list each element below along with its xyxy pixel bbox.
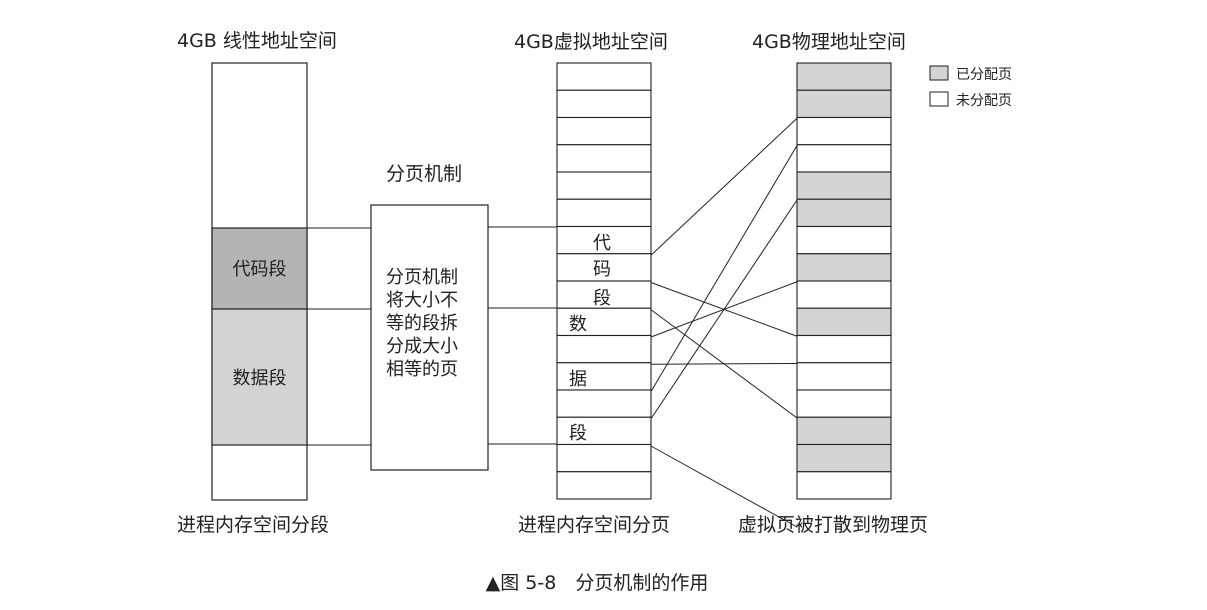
virtual-page — [556, 253, 652, 282]
virtual-page-label: 段 — [593, 288, 611, 309]
legend: 已分配页 未分配页 — [929, 65, 1012, 109]
virtual-page — [556, 198, 652, 228]
physical-page-allocated — [796, 416, 892, 446]
virtual-address-space — [556, 62, 652, 500]
physical-page-free — [796, 144, 892, 173]
paging-desc-line: 将大小不 — [386, 290, 458, 311]
page-mapping-lines — [650, 117, 798, 528]
virtual-page-label: 数 — [569, 314, 587, 335]
segment-connectors — [307, 226, 557, 446]
virtual-page-label: 段 — [569, 423, 587, 444]
page-mapping-line — [650, 199, 798, 420]
paging-desc-line: 相等的页 — [386, 359, 458, 380]
linear-bottom-label: 进程内存空间分段 — [177, 514, 329, 536]
paging-desc-line: 分页机制 — [386, 267, 458, 288]
virtual-page — [556, 443, 652, 473]
physical-page-allocated — [796, 171, 892, 200]
virtual-bottom-label: 进程内存空间分页 — [518, 514, 670, 536]
physical-page-allocated — [796, 443, 892, 473]
physical-address-space — [796, 62, 892, 500]
physical-page-free — [796, 116, 892, 146]
paging-heading: 分页机制 — [386, 163, 462, 185]
virtual-page — [556, 280, 652, 309]
virtual-page — [556, 362, 652, 391]
linear-space-title: 4GB 线性地址空间 — [177, 30, 337, 52]
physical-page-free — [796, 280, 892, 309]
virtual-page-label: 码 — [593, 259, 611, 280]
paging-box — [370, 204, 489, 471]
code-segment — [211, 227, 308, 310]
physical-page-allocated — [796, 307, 892, 337]
physical-page-allocated — [796, 62, 892, 91]
paging-desc-line: 分成大小 — [386, 336, 458, 357]
virtual-page-label: 据 — [569, 369, 587, 390]
paging-desc-line: 等的段拆 — [386, 313, 458, 334]
physical-page-allocated — [796, 253, 892, 282]
physical-space-title: 4GB物理地址空间 — [752, 31, 906, 53]
physical-page-free — [796, 334, 892, 364]
figure-caption: ▲图 5-8 分页机制的作用 — [486, 572, 709, 594]
virtual-page-label: 代 — [593, 233, 611, 254]
physical-page-allocated — [796, 198, 892, 228]
page-mapping-line — [650, 145, 798, 392]
physical-page-free — [796, 389, 892, 418]
code-segment-label: 代码段 — [233, 259, 287, 280]
virtual-page — [556, 116, 652, 146]
legend-unallocated-swatch — [929, 91, 949, 107]
page-mapping-line — [650, 363, 798, 365]
virtual-page-labels: 代 码 段 数 据 段 — [569, 233, 611, 444]
virtual-page — [556, 62, 652, 91]
data-segment-label: 数据段 — [233, 368, 287, 389]
physical-bottom-label: 虚拟页被打散到物理页 — [738, 514, 928, 536]
virtual-page — [556, 334, 652, 364]
data-segment — [211, 308, 308, 446]
physical-page-free — [796, 471, 892, 500]
legend-allocated-swatch — [929, 65, 949, 81]
linear-address-space: 代码段 数据段 — [211, 62, 308, 501]
virtual-page — [556, 89, 652, 119]
page-mapping-line — [650, 445, 798, 528]
virtual-page — [556, 171, 652, 200]
physical-page-free — [796, 362, 892, 391]
physical-page-allocated — [796, 89, 892, 119]
virtual-page — [556, 416, 652, 446]
paging-mechanism: 分页机制 分页机制 将大小不 等的段拆 分成大小 相等的页 — [370, 163, 489, 471]
physical-page-free — [796, 225, 892, 255]
page-mapping-line — [650, 117, 798, 256]
virtual-page — [556, 389, 652, 418]
virtual-page — [556, 307, 652, 337]
legend-unallocated-label: 未分配页 — [956, 93, 1012, 109]
virtual-page — [556, 471, 652, 500]
legend-allocated-label: 已分配页 — [956, 67, 1012, 83]
virtual-space-title: 4GB虚拟地址空间 — [514, 31, 668, 53]
virtual-page — [556, 144, 652, 173]
